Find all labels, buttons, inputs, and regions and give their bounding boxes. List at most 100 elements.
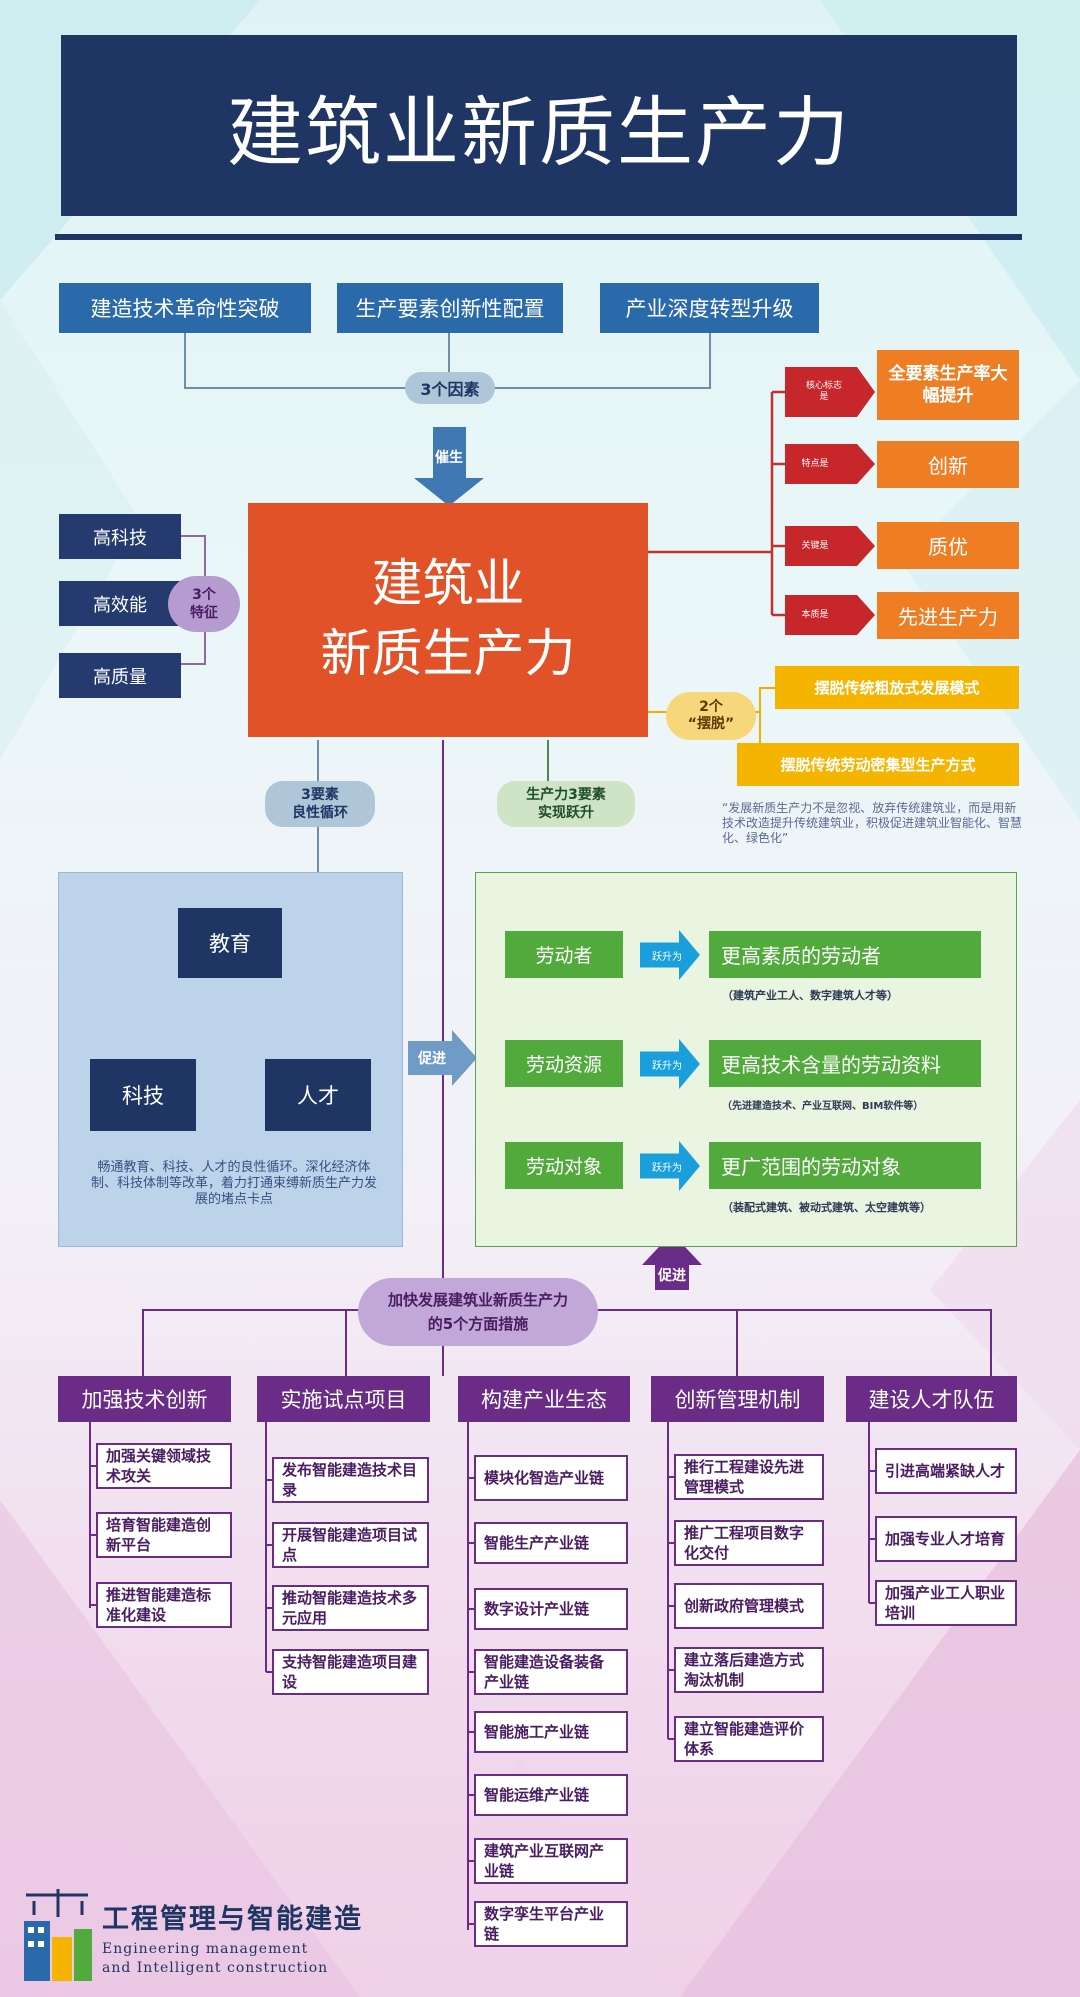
right-tag-1: 核心标志是 xyxy=(805,381,842,402)
cycle-node-technology: 科技 xyxy=(90,1059,196,1131)
cujin-arrow xyxy=(408,1030,477,1086)
right-tag-arrow-2 xyxy=(785,444,875,484)
right-tag-4: 本质是 xyxy=(801,609,829,620)
measure-3-item-7: 建筑产业互联网产业链 xyxy=(474,1838,628,1884)
measure-title-1: 加强技术创新 xyxy=(58,1376,231,1422)
measure-4-item-2: 推广工程项目数字化交付 xyxy=(674,1520,824,1566)
feature-box-1: 高科技 xyxy=(59,514,181,559)
leap-right-3: 更广范围的劳动对象 xyxy=(709,1142,981,1189)
measure-4-item-5: 建立智能建造评价体系 xyxy=(674,1716,824,1762)
factor-box-1: 建造技术革命性突破 xyxy=(59,283,311,333)
measures-label-line-2: 的5个方面措施 xyxy=(427,1315,529,1333)
measure-1-item-2: 培育智能建造创新平台 xyxy=(96,1512,232,1558)
baituo-label-line-1: 2个 xyxy=(699,699,723,715)
factors-label: 3个因素 xyxy=(405,372,495,404)
factor-box-3: 产业深度转型升级 xyxy=(600,283,819,333)
right-item-1-text: 全要素生产率大幅提升 xyxy=(888,364,1008,406)
measure-4-item-4: 建立落后建造方式淘汰机制 xyxy=(674,1647,824,1693)
measure-3-item-1: 模块化智造产业链 xyxy=(474,1455,628,1501)
leap-left-1: 劳动者 xyxy=(505,931,623,978)
measure-title-4: 创新管理机制 xyxy=(651,1376,824,1422)
bottom-cujin-arrow xyxy=(642,1233,702,1290)
right-item-4: 先进生产力 xyxy=(877,592,1019,639)
measure-3-item-3: 数字设计产业链 xyxy=(474,1588,628,1630)
right-tag-3: 关键是 xyxy=(801,540,829,551)
feature-box-2: 高效能 xyxy=(59,581,181,626)
measure-4-item-3: 创新政府管理模式 xyxy=(674,1583,824,1629)
measure-4-item-1: 推行工程建设先进管理模式 xyxy=(674,1454,824,1500)
logo-english-2: and Intelligent construction xyxy=(102,1960,329,1976)
center-line-1: 建筑业 xyxy=(371,555,525,614)
measure-2-item-3: 推动智能建造技术多元应用 xyxy=(272,1585,429,1631)
baituo-item-2: 摆脱传统劳动密集型生产方式 xyxy=(737,743,1019,786)
features-label: 3个 特征 xyxy=(168,576,240,632)
measure-1-item-1: 加强关键领域技术攻关 xyxy=(96,1443,232,1489)
title-banner: 建筑业新质生产力 xyxy=(61,35,1017,216)
right-item-1: 全要素生产率大幅提升 xyxy=(877,350,1019,420)
measure-3-item-6: 智能运维产业链 xyxy=(474,1774,628,1816)
right-tag-2: 特点是 xyxy=(801,458,829,469)
measure-3-item-2: 智能生产产业链 xyxy=(474,1522,628,1564)
right-tag-arrow-4 xyxy=(785,595,875,635)
baituo-item-1: 摆脱传统粗放式发展模式 xyxy=(775,666,1019,709)
leap-left-2: 劳动资源 xyxy=(505,1040,623,1087)
leap-label-line-1: 生产力3要素 xyxy=(526,787,606,803)
right-tag-arrow-1 xyxy=(785,367,875,417)
leap-right-2: 更高技术含量的劳动资料 xyxy=(709,1040,981,1087)
cycle-label-line-2: 良性循环 xyxy=(292,805,348,821)
measure-title-3: 构建产业生态 xyxy=(458,1376,630,1422)
leap-arrow-label-1: 跃升为 xyxy=(652,951,682,963)
quote-text: “发展新质生产力不是忽视、放弃传统建筑业，而是用新技术改造提升传统建筑业，积极促… xyxy=(722,801,1023,845)
measure-title-2: 实施试点项目 xyxy=(257,1376,430,1422)
baituo-label: 2个 “摆脱” xyxy=(666,692,756,740)
cuisheng-arrow xyxy=(414,427,484,506)
cycle-node-talent: 人才 xyxy=(265,1059,371,1131)
measure-3-item-4: 智能建造设备装备产业链 xyxy=(474,1649,628,1695)
measure-1-item-3: 推进智能建造标准化建设 xyxy=(96,1582,232,1628)
leap-left-3: 劳动对象 xyxy=(505,1142,623,1189)
factor-box-2: 生产要素创新性配置 xyxy=(337,283,563,333)
leap-note-1: （建筑产业工人、数字建筑人才等） xyxy=(722,989,898,1002)
measures-label-line-1: 加快发展建筑业新质生产力 xyxy=(387,1291,568,1309)
logo-english-1: Engineering management xyxy=(102,1941,309,1957)
cujin-label: 促进 xyxy=(418,1051,446,1067)
right-item-3: 质优 xyxy=(877,522,1019,569)
measure-2-item-2: 开展智能建造项目试点 xyxy=(272,1522,429,1568)
measure-5-item-2: 加强专业人才培育 xyxy=(875,1516,1017,1562)
features-label-line-1: 3个 xyxy=(192,587,216,603)
measure-5-item-1: 引进高端紧缺人才 xyxy=(875,1448,1017,1494)
measures-label: 加快发展建筑业新质生产力 的5个方面措施 xyxy=(358,1278,598,1346)
leap-arrow-label-2: 跃升为 xyxy=(652,1060,682,1072)
leap-note-2: （先进建造技术、产业互联网、BIM软件等） xyxy=(722,1101,924,1112)
title-divider xyxy=(55,234,1022,240)
right-item-2: 创新 xyxy=(877,441,1019,488)
leap-right-1: 更高素质的劳动者 xyxy=(709,931,981,978)
leap-label: 生产力3要素 实现跃升 xyxy=(497,781,635,827)
measure-title-5: 建设人才队伍 xyxy=(846,1376,1017,1422)
features-label-line-2: 特征 xyxy=(190,605,218,621)
measure-2-item-1: 发布智能建造技术目录 xyxy=(272,1457,429,1503)
baituo-label-line-2: “摆脱” xyxy=(687,716,735,732)
measure-3-item-5: 智能施工产业链 xyxy=(474,1711,628,1753)
cycle-node-education: 教育 xyxy=(178,908,282,978)
feature-box-3: 高质量 xyxy=(59,653,181,698)
right-tag-arrow-3 xyxy=(785,526,875,566)
cycle-label: 3要素 良性循环 xyxy=(265,781,375,827)
bottom-cujin-label: 促进 xyxy=(658,1268,686,1284)
center-line-2: 新质生产力 xyxy=(320,625,576,684)
cycle-note: 畅通教育、科技、人才的良性循环。深化经济体制、科技体制等改革，着力打通束缚新质生… xyxy=(90,1160,377,1207)
measure-2-item-4: 支持智能建造项目建设 xyxy=(272,1649,429,1695)
leap-note-3: （装配式建筑、被动式建筑、太空建筑等） xyxy=(722,1201,931,1214)
page-title: 建筑业新质生产力 xyxy=(227,87,851,177)
measure-5-item-3: 加强产业工人职业培训 xyxy=(875,1580,1017,1626)
building-logo-icon xyxy=(24,1889,92,1981)
leap-arrow-label-3: 跃升为 xyxy=(652,1162,682,1174)
cuisheng-label: 催生 xyxy=(435,450,463,466)
leap-label-line-2: 实现跃升 xyxy=(538,805,594,821)
cycle-label-line-1: 3要素 xyxy=(301,787,339,803)
measure-3-item-8: 数字孪生平台产业链 xyxy=(474,1901,628,1947)
center-box: 建筑业 新质生产力 xyxy=(248,503,648,737)
logo-chinese: 工程管理与智能建造 xyxy=(102,1904,363,1935)
